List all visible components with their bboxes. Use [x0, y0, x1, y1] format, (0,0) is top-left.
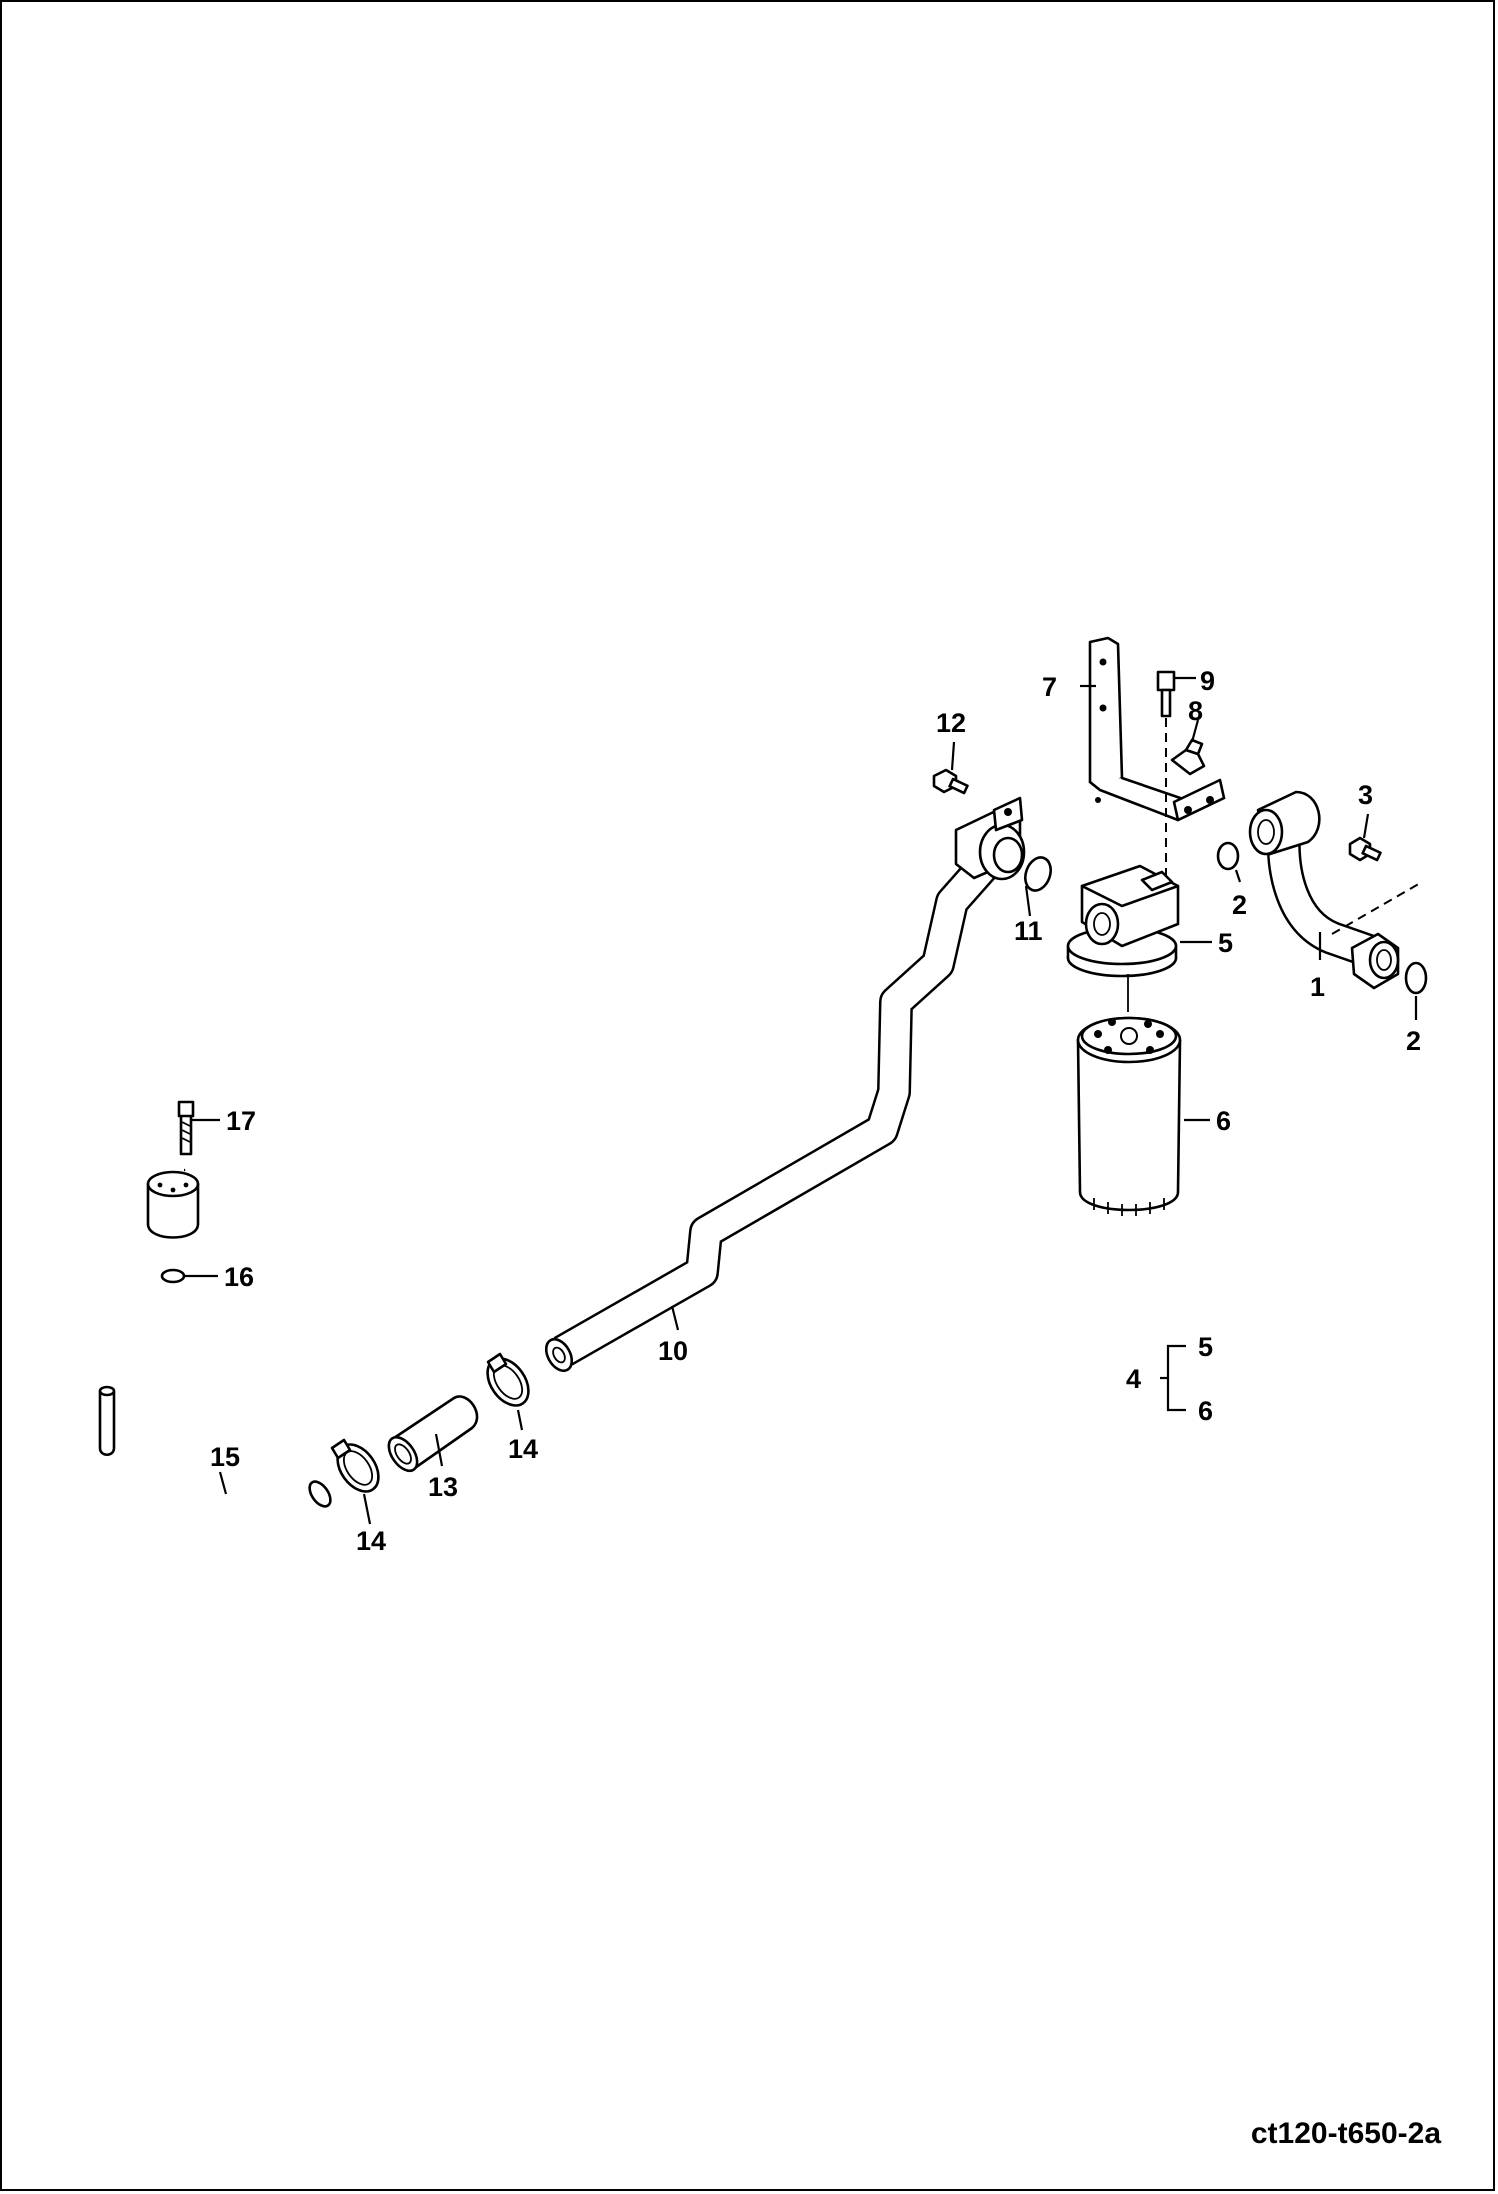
- part-1-inlet-pipe: [1248, 790, 1423, 990]
- part-2-o-ring-upper: [1216, 841, 1240, 871]
- part-12-elbow-fitting: [932, 768, 1026, 881]
- part-2-o-ring-lower: [1404, 961, 1428, 995]
- callout-6-kit: 6: [1198, 1396, 1213, 1426]
- part-6-filter: [1076, 974, 1182, 1216]
- part-14-hose-clamp-upper: [486, 1352, 530, 1407]
- callout-14-upper: 14: [508, 1434, 538, 1464]
- callout-8: 8: [1188, 696, 1203, 726]
- callout-14-lower: 14: [356, 1526, 386, 1556]
- leader-lines: [185, 676, 1418, 1525]
- callout-7: 7: [1042, 672, 1057, 702]
- part-13-hose: [387, 1395, 479, 1473]
- part-8-fitting: [1170, 738, 1206, 776]
- callout-2-lower: 2: [1406, 1026, 1421, 1056]
- callout-6-filter: 6: [1216, 1106, 1231, 1136]
- callout-5-kit: 5: [1198, 1332, 1213, 1362]
- diagram-reference-code: ct120-t650-2a: [1250, 2117, 1441, 2150]
- callout-15: 15: [210, 1442, 240, 1472]
- part-9-bolt: [1156, 670, 1176, 902]
- callout-3: 3: [1358, 780, 1373, 810]
- part-5-filter-head: [1066, 864, 1180, 978]
- part-16-17-banjo-fitting: [146, 1100, 200, 1284]
- part-10-main-pipe: [544, 838, 1011, 1373]
- callout-12: 12: [936, 708, 966, 738]
- part-7-bracket: [1088, 636, 1226, 822]
- callout-4: 4: [1126, 1364, 1141, 1394]
- part-15-return-pipe: [57, 1157, 332, 1537]
- callouts: 1 2 2 3 4 5 5 6 6 7 8 9 10 11 12 13 14 1…: [210, 666, 1421, 1556]
- callout-1: 1: [1310, 972, 1325, 1002]
- callout-2-upper: 2: [1232, 890, 1247, 920]
- part-3-bolt: [1348, 836, 1382, 862]
- callout-10: 10: [658, 1336, 688, 1366]
- part-11-o-ring: [1024, 856, 1052, 892]
- callout-5-filter-head: 5: [1218, 928, 1233, 958]
- callout-11: 11: [1014, 916, 1043, 946]
- callout-16: 16: [224, 1262, 254, 1292]
- callout-9: 9: [1200, 666, 1215, 696]
- callout-13: 13: [428, 1472, 458, 1502]
- callout-17: 17: [226, 1106, 256, 1136]
- part-14-hose-clamp-lower: [330, 1438, 380, 1493]
